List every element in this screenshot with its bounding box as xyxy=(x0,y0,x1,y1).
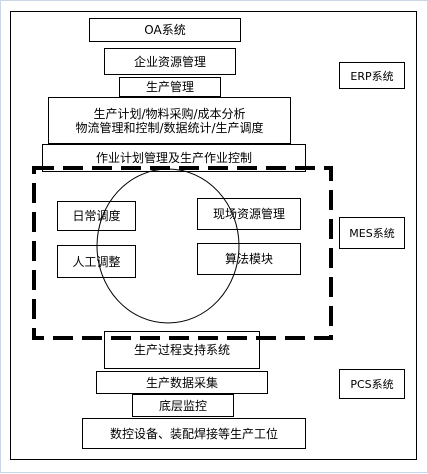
production-mgmt-label: 生产管理 xyxy=(145,80,194,94)
mes-label: MES系统 xyxy=(349,227,395,240)
erp-label: ERP系统 xyxy=(350,69,394,83)
algorithm-module-label: 算法模块 xyxy=(224,252,273,266)
onsite-resource-label: 现场资源管理 xyxy=(212,207,285,221)
manual-adjustment-label: 人工调整 xyxy=(72,254,121,269)
production-planning-box: 生产计划/物料采购/成本分析 物流管理和控制/数据统计/生产调度 xyxy=(48,97,291,144)
data-collection-label: 生产数据采集 xyxy=(145,375,218,390)
daily-scheduling-label: 日常调度 xyxy=(72,209,121,223)
data-collection-box: 生产数据采集 xyxy=(96,371,268,394)
pcs-label: PCS系统 xyxy=(350,378,394,391)
oa-system-box: OA系统 xyxy=(89,18,241,42)
production-planning-line2: 物流管理和控制/数据统计/生产调度 xyxy=(75,120,264,135)
onsite-resource-box: 现场资源管理 xyxy=(197,198,301,230)
job-plan-box: 作业计划管理及生产作业控制 xyxy=(42,144,306,172)
algorithm-module-box: 算法模块 xyxy=(197,243,301,275)
cnc-equipment-box: 数控设备、装配焊接等生产工位 xyxy=(82,418,306,449)
erp-label-box: ERP系统 xyxy=(339,62,405,89)
pcs-label-box: PCS系统 xyxy=(339,369,405,399)
job-plan-label: 作业计划管理及生产作业控制 xyxy=(95,151,252,165)
mes-label-box: MES系统 xyxy=(339,217,405,249)
enterprise-resource-label: 企业资源管理 xyxy=(133,54,206,69)
production-planning-line1: 生产计划/物料采购/成本分析 xyxy=(93,106,246,121)
bottom-monitoring-box: 底层监控 xyxy=(132,394,234,417)
enterprise-resource-box: 企业资源管理 xyxy=(104,48,236,75)
bottom-monitoring-label: 底层监控 xyxy=(158,398,207,413)
outer-border xyxy=(10,11,417,460)
manual-adjustment-box: 人工调整 xyxy=(57,245,136,278)
process-support-box: 生产过程支持系统 xyxy=(104,331,260,369)
production-mgmt-box: 生产管理 xyxy=(119,77,221,97)
daily-scheduling-box: 日常调度 xyxy=(57,201,136,231)
cnc-equipment-label: 数控设备、装配焊接等生产工位 xyxy=(109,426,278,441)
oa-system-label: OA系统 xyxy=(144,23,186,37)
process-support-label: 生产过程支持系统 xyxy=(133,343,230,357)
